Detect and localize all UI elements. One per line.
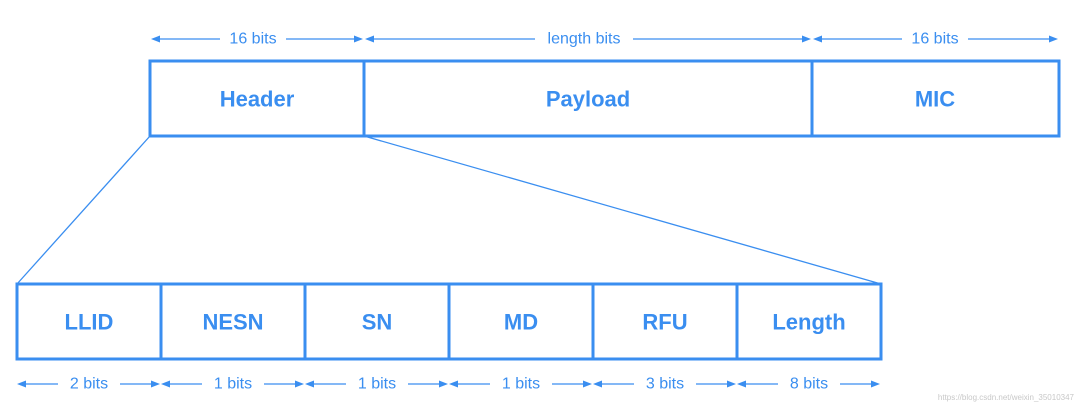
payload-size-label: length bits — [548, 31, 621, 48]
zoom-connector-right — [363, 135, 882, 285]
rfu-size-label: 3 bits — [646, 376, 684, 393]
packet-size-row: 16 bits length bits 16 bits — [151, 28, 1058, 50]
length-field-label: Length — [772, 310, 845, 335]
md-field-box — [447, 282, 595, 361]
sn-field-box — [303, 282, 451, 361]
mic-size-dimension: 16 bits — [813, 28, 1058, 50]
header-field-label: Header — [220, 87, 295, 112]
sn-field-label: SN — [362, 310, 393, 335]
nesn-size-label: 1 bits — [214, 376, 252, 393]
sn-size-label: 1 bits — [358, 376, 396, 393]
md-field-label: MD — [504, 310, 538, 335]
length-size-label: 8 bits — [790, 376, 828, 393]
header-size-row: 2 bits 1 bits 1 bits 1 bits — [17, 373, 880, 395]
header-fields-row: LLID NESN SN MD RFU Length — [15, 282, 883, 361]
rfu-size-dimension: 3 bits — [593, 373, 736, 395]
header-size-label: 16 bits — [229, 31, 276, 48]
llid-size-dimension: 2 bits — [17, 373, 160, 395]
header-field-box — [148, 59, 366, 138]
payload-size-dimension: length bits — [365, 28, 811, 50]
md-size-dimension: 1 bits — [449, 373, 592, 395]
header-size-dimension: 16 bits — [151, 28, 363, 50]
llid-field-label: LLID — [65, 310, 114, 335]
zoom-connector-left — [16, 135, 151, 285]
md-size-label: 1 bits — [502, 376, 540, 393]
rfu-field-label: RFU — [642, 310, 687, 335]
length-field-box — [735, 282, 883, 361]
mic-field-box — [810, 59, 1061, 138]
mic-size-label: 16 bits — [911, 31, 958, 48]
length-size-dimension: 8 bits — [737, 373, 880, 395]
sn-size-dimension: 1 bits — [305, 373, 448, 395]
payload-field-label: Payload — [546, 87, 630, 112]
nesn-size-dimension: 1 bits — [161, 373, 304, 395]
source-watermark: https://blog.csdn.net/weixin_35010347 — [938, 393, 1075, 402]
mic-field-label: MIC — [915, 87, 955, 112]
nesn-field-label: NESN — [202, 310, 263, 335]
packet-row: Header Payload MIC — [148, 59, 1061, 138]
llid-size-label: 2 bits — [70, 376, 108, 393]
payload-field-box — [362, 59, 814, 138]
rfu-field-box — [591, 282, 739, 361]
